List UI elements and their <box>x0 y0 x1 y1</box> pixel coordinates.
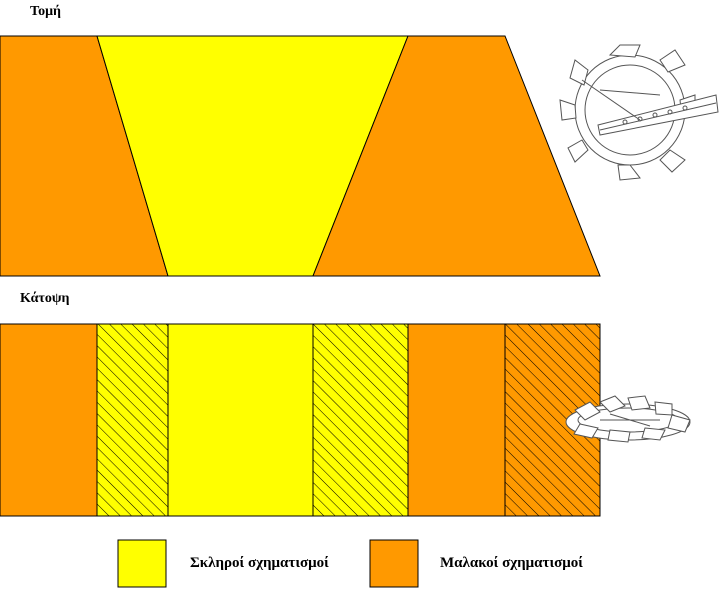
legend-swatch-soft <box>369 539 419 588</box>
section-heading-plan-view: Κάτοψη <box>20 291 70 306</box>
bucket-wheel-excavator-icon <box>559 44 719 181</box>
legend-swatch-hard <box>117 539 167 588</box>
soft-zone-right <box>312 35 601 277</box>
plan-view <box>0 323 601 517</box>
cross-section <box>0 35 601 277</box>
legend-label-soft: Μαλακοί σχηματισμοί <box>440 555 583 571</box>
soft-zone-1 <box>0 323 98 517</box>
bucket-wheel-top-view-icon <box>565 395 691 443</box>
section-heading-cross-section: Τομή <box>30 4 61 19</box>
legend-label-hard: Σκληροί σχηματισμοί <box>190 555 329 571</box>
soft-zone-2 <box>407 323 506 517</box>
hard-zone-center <box>167 323 314 517</box>
